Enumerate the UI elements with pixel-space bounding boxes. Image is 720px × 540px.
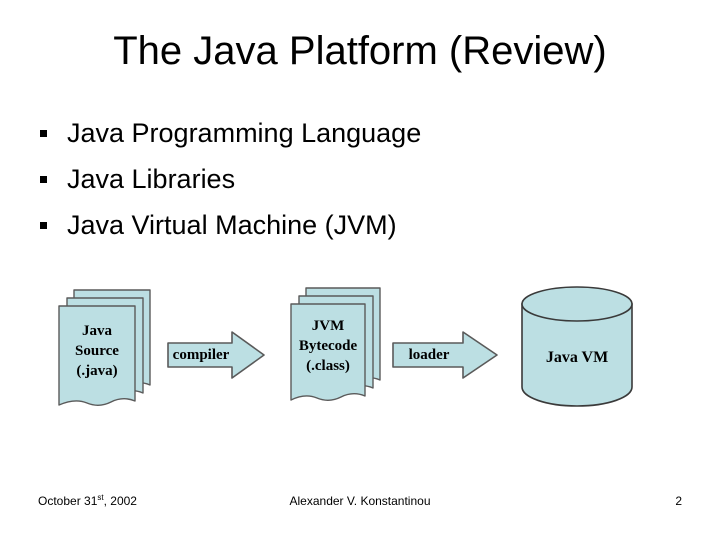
label-line: Source (75, 343, 119, 359)
bullet-marker-icon (40, 176, 47, 183)
label-line: JVM (311, 318, 345, 334)
label-line: (.java) (76, 363, 118, 379)
list-item: Java Virtual Machine (JVM) (34, 202, 674, 248)
diagram-node-java-source: Java Source (.java) (50, 285, 160, 411)
diagram-node-java-vm: Java VM (519, 285, 635, 407)
diagram-arrow-label: loader (408, 347, 450, 363)
block-arrow-icon (167, 331, 265, 379)
list-item: Java Libraries (34, 156, 674, 202)
label-line: Bytecode (298, 338, 358, 354)
block-arrow-icon (392, 331, 498, 379)
footer-page-number: 2 (675, 494, 682, 508)
list-item: Java Programming Language (34, 110, 674, 156)
cylinder-icon (521, 286, 633, 407)
diagram-arrow-label: compiler (172, 347, 230, 363)
diagram-node-label: Java VM (545, 349, 609, 366)
diagram-node-jvm-bytecode: JVM Bytecode (.class) (283, 284, 389, 406)
footer-date: October 31st, 2002 (38, 492, 137, 510)
list-item-label: Java Libraries (67, 164, 236, 194)
document-stack-icon (58, 289, 151, 406)
pipeline-diagram: Java Source (.java) compiler JVM (0, 275, 720, 420)
label-line: Java (82, 323, 112, 339)
bullet-marker-icon (40, 222, 47, 229)
footer-date-suffix: , 2002 (103, 494, 137, 508)
page-title: The Java Platform (Review) (113, 29, 607, 73)
bullet-list: Java Programming Language Java Libraries… (34, 110, 674, 248)
bullet-marker-icon (40, 130, 47, 137)
footer-author: Alexander V. Konstantinou (289, 494, 431, 508)
label-line: (.class) (306, 358, 350, 374)
diagram-node-label: JVM Bytecode (.class) (282, 316, 374, 376)
list-item-label: Java Programming Language (67, 118, 422, 148)
list-item-label: Java Virtual Machine (JVM) (67, 210, 397, 240)
slide-footer: October 31st, 2002 Alexander V. Konstant… (0, 490, 720, 514)
footer-date-ordinal: st (97, 493, 104, 502)
document-stack-icon (290, 287, 381, 401)
diagram-arrow-loader: loader (391, 330, 499, 380)
diagram-node-label: Java Source (.java) (55, 321, 139, 381)
footer-date-prefix: October 31 (38, 494, 98, 508)
diagram-arrow-compiler: compiler (166, 330, 266, 380)
